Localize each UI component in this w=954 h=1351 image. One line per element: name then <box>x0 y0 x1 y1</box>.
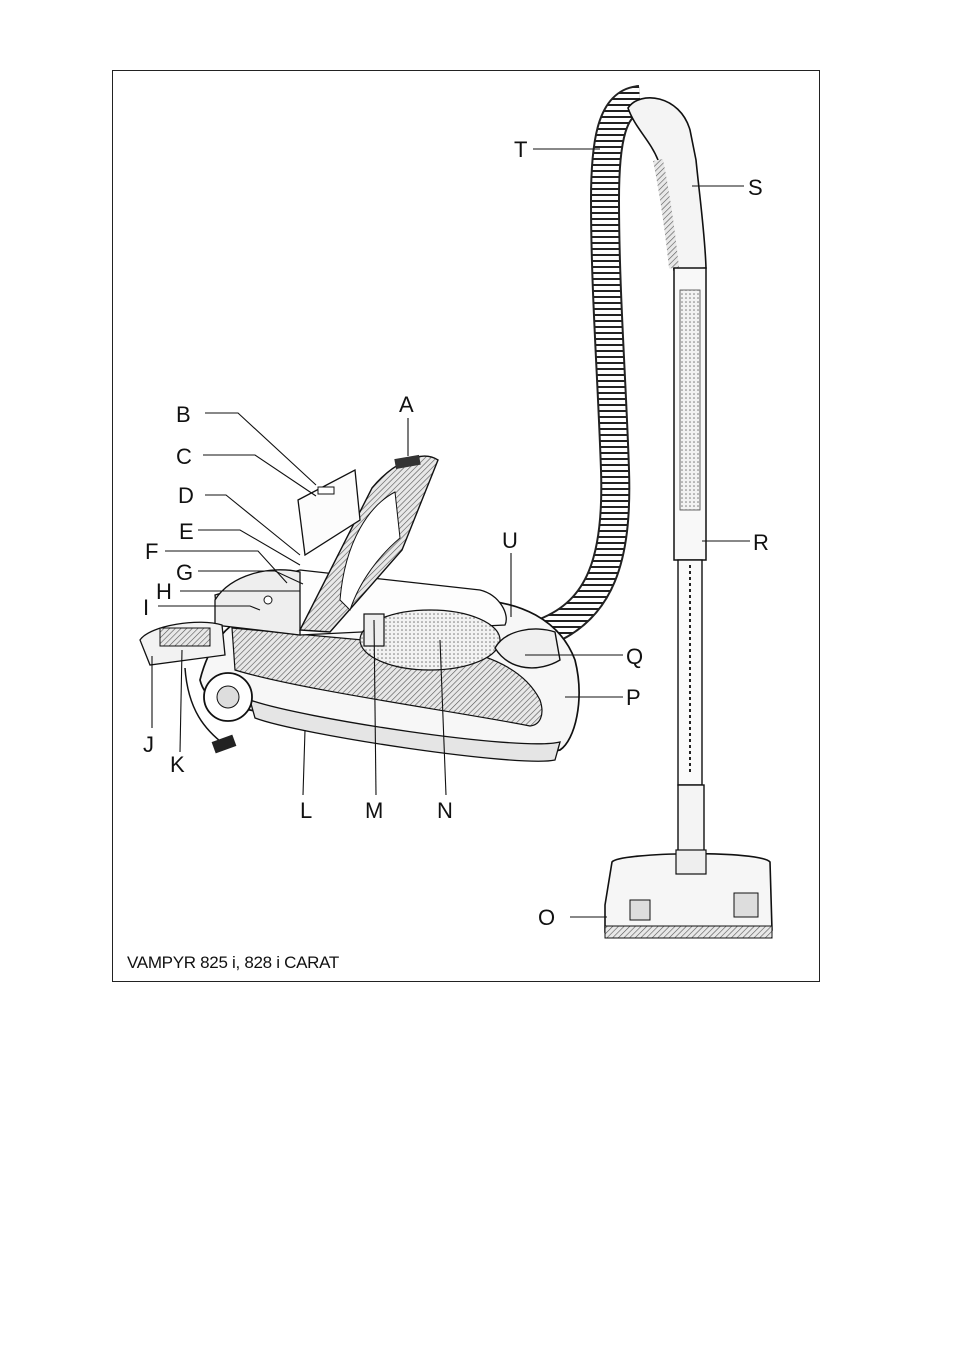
label-t: T <box>514 137 527 162</box>
label-s: S <box>748 175 763 200</box>
label-u: U <box>502 528 518 553</box>
label-h: H <box>156 579 172 604</box>
label-q: Q <box>626 644 643 669</box>
label-l: L <box>300 798 312 823</box>
label-f: F <box>145 539 158 564</box>
hose-handle <box>628 98 706 270</box>
label-g: G <box>176 560 193 585</box>
label-p: P <box>626 685 641 710</box>
label-b: B <box>176 402 191 427</box>
label-r: R <box>753 530 769 555</box>
vacuum-body <box>140 455 579 761</box>
label-c: C <box>176 444 192 469</box>
figure-caption: VAMPYR 825 i, 828 i CARAT <box>127 953 339 973</box>
floor-nozzle <box>605 850 772 938</box>
label-e: E <box>179 519 194 544</box>
telescopic-tube <box>674 268 706 855</box>
hose <box>545 100 640 632</box>
label-k: K <box>170 752 185 777</box>
label-d: D <box>178 483 194 508</box>
label-j: J <box>143 732 154 757</box>
label-o: O <box>538 905 555 930</box>
label-i: I <box>143 595 149 620</box>
label-m: M <box>365 798 383 823</box>
label-n: N <box>437 798 453 823</box>
label-a: A <box>399 392 414 417</box>
